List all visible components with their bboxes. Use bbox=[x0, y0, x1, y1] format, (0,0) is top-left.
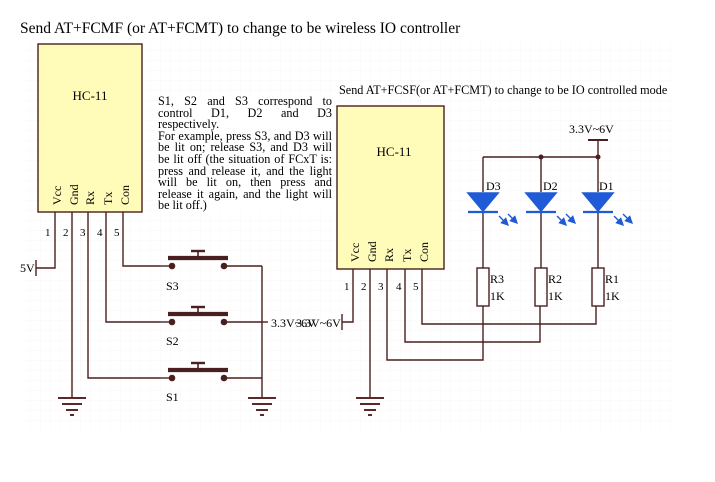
leds bbox=[466, 192, 633, 226]
left-circuit bbox=[35, 43, 268, 398]
right-pin-tx: Tx bbox=[400, 249, 414, 262]
left-pin-tx: Tx bbox=[101, 192, 115, 205]
left-pin-con: Con bbox=[118, 185, 132, 205]
left-pin-number-3: 3 bbox=[80, 227, 86, 239]
right-circuit-caption: Send AT+FCSF(or AT+FCMT) to change to be… bbox=[339, 84, 695, 96]
led-label-d1: D1 bbox=[599, 179, 614, 193]
left-pin-gnd: Gnd bbox=[67, 184, 81, 205]
left-pin-rx: Rx bbox=[83, 191, 97, 205]
left-module-label: HC-11 bbox=[73, 88, 108, 103]
resistor-labels: R3 R2 R1 1K 1K 1K bbox=[490, 272, 620, 303]
switch-labels: S3 S2 S1 bbox=[166, 279, 179, 404]
right-pin-labels: Vcc Gnd Rx Tx Con bbox=[348, 241, 431, 262]
switch-label-s3: S3 bbox=[166, 279, 179, 293]
led-labels: D3 D2 D1 bbox=[486, 179, 614, 193]
right-pin-rx: Rx bbox=[382, 248, 396, 262]
led-label-d2: D2 bbox=[543, 179, 558, 193]
switches bbox=[168, 249, 228, 382]
left-pin-number-1: 1 bbox=[45, 227, 51, 239]
led-label-d3: D3 bbox=[486, 179, 501, 193]
left-hc11-module bbox=[37, 43, 143, 213]
resistor-label-r1: R1 bbox=[605, 272, 619, 286]
right-pin-gnd: Gnd bbox=[365, 241, 379, 262]
right-supply-label: 3.3V~6V bbox=[296, 316, 341, 330]
right-module-label: HC-11 bbox=[377, 144, 412, 159]
left-supply-label: 3.3V~6V bbox=[271, 316, 316, 330]
right-pin-number-4: 4 bbox=[396, 281, 402, 293]
left-pin-number-4: 4 bbox=[97, 227, 103, 239]
page-title: Send AT+FCMF (or AT+FCMT) to change to b… bbox=[20, 20, 461, 37]
switch-note: S1, S2 and S3 correspond to control D1, … bbox=[158, 94, 332, 213]
left-pin-numbers: 1 2 3 4 5 bbox=[45, 227, 120, 239]
resistor-value-r1: 1K bbox=[605, 289, 620, 303]
resistor-value-r2: 1K bbox=[548, 289, 563, 303]
left-pin-number-2: 2 bbox=[63, 227, 69, 239]
switch-label-s2: S2 bbox=[166, 334, 179, 348]
right-pin-number-5: 5 bbox=[413, 281, 419, 293]
resistor-label-r3: R3 bbox=[490, 272, 504, 286]
right-pin-vcc: Vcc bbox=[348, 243, 362, 262]
right-top-supply-label: 3.3V~6V bbox=[569, 122, 614, 136]
right-hc11-module bbox=[336, 105, 445, 270]
right-pin-number-1: 1 bbox=[344, 281, 350, 293]
right-pin-number-3: 3 bbox=[378, 281, 384, 293]
right-pin-number-2: 2 bbox=[361, 281, 367, 293]
switch-label-s1: S1 bbox=[166, 390, 179, 404]
resistor-value-r3: 1K bbox=[490, 289, 505, 303]
right-pin-con: Con bbox=[417, 242, 431, 262]
note-line-1: S1, S2 and S3 correspond to control D1, … bbox=[158, 94, 332, 132]
left-grounds bbox=[58, 397, 276, 416]
note-line-2: For example, press S3, and D3 will be li… bbox=[158, 128, 332, 213]
left-pin-number-5: 5 bbox=[114, 227, 120, 239]
junction-dots bbox=[538, 154, 601, 160]
left-pin-labels: Vcc Gnd Rx Tx Con bbox=[50, 184, 132, 205]
right-grounds bbox=[356, 397, 384, 416]
left-pin-vcc: Vcc bbox=[50, 186, 64, 205]
right-pin-numbers: 1 2 3 4 5 bbox=[344, 281, 419, 293]
left-supply-fragment: 5V bbox=[20, 261, 35, 275]
resistor-label-r2: R2 bbox=[548, 272, 562, 286]
